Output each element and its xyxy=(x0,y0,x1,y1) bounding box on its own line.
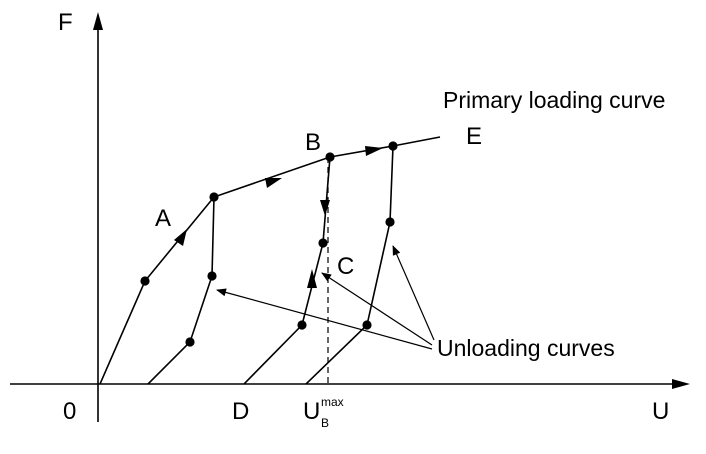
primary-loading-curve-label: Primary loading curve xyxy=(443,87,665,113)
curve-point xyxy=(362,320,372,330)
curve-point xyxy=(140,276,150,286)
point-d-label: D xyxy=(232,398,249,425)
unloading-curve-1 xyxy=(147,196,215,385)
curve-point xyxy=(318,238,328,248)
unloading-curve-3 xyxy=(305,145,394,385)
curve-point xyxy=(385,217,395,227)
annotation-arrow-1 xyxy=(216,288,433,350)
curve-point xyxy=(207,271,217,281)
point-b-label: B xyxy=(305,129,321,156)
direction-arrow-reload-c xyxy=(307,269,317,288)
u-b-max-superscript: max xyxy=(321,395,344,409)
curve-point xyxy=(325,152,335,162)
direction-arrow-unload-b xyxy=(320,200,330,216)
u-axis-arrowhead xyxy=(672,379,690,389)
unloading-curves-label: Unloading curves xyxy=(437,335,615,361)
direction-arrow-primary-1 xyxy=(265,178,282,188)
origin-label: 0 xyxy=(63,398,76,425)
direction-arrow-a xyxy=(174,229,187,246)
curve-point xyxy=(185,337,195,347)
point-c-label: C xyxy=(337,253,354,280)
curve-point xyxy=(209,192,219,202)
curve-point xyxy=(388,141,398,151)
direction-arrow-primary-2 xyxy=(365,146,383,156)
u-axis-label: U xyxy=(652,398,669,425)
primary-loading-curve xyxy=(99,136,441,385)
u-b-max-subscript: B xyxy=(321,416,329,430)
unloading-curve-2 xyxy=(243,156,331,385)
point-e-label: E xyxy=(466,123,482,150)
point-a-label: A xyxy=(155,205,171,232)
annotation-arrow-2 xyxy=(321,272,433,346)
f-axis-arrowhead xyxy=(93,12,103,30)
curve-point xyxy=(297,320,307,330)
f-axis-label: F xyxy=(58,9,73,36)
u-b-max-label: U xyxy=(303,398,320,425)
curve-points xyxy=(140,141,398,347)
annotation-arrow-3 xyxy=(392,245,435,341)
